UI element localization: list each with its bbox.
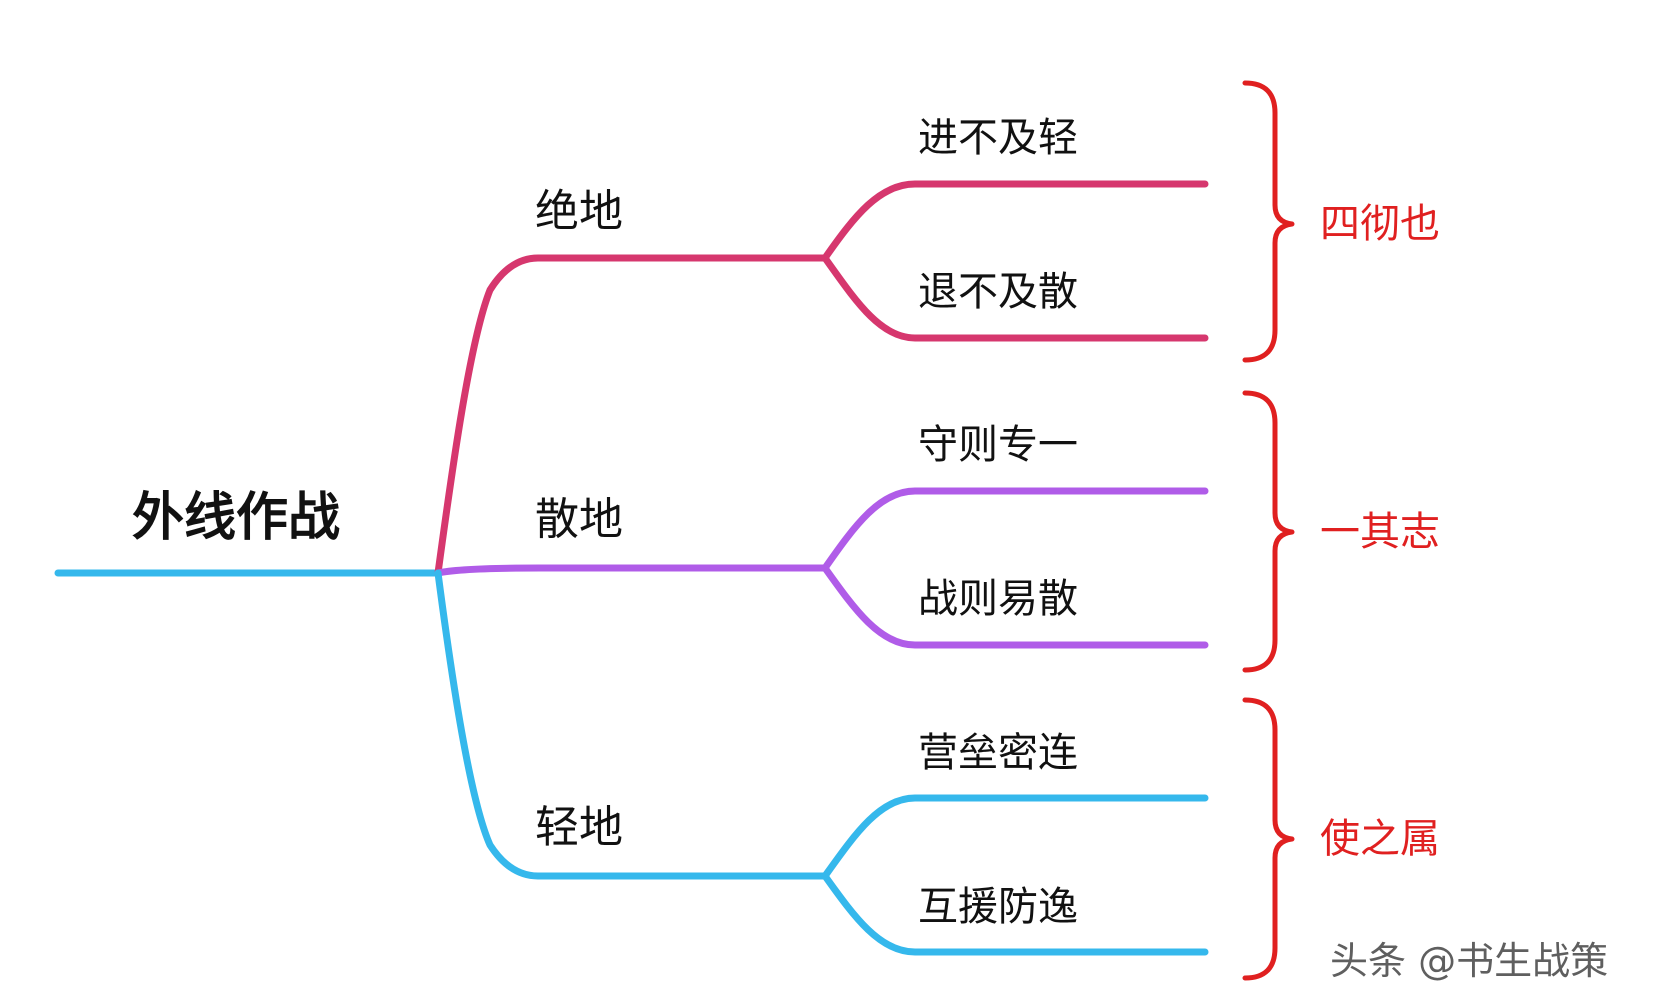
leaf-line-2-2: [821, 564, 1209, 649]
branch-label-juedi: 绝地: [535, 186, 623, 237]
leaf-line-3-1: [821, 794, 1209, 880]
branch-line-2: [434, 564, 829, 577]
leaf-line-2-1: [821, 487, 1209, 572]
brace-1: [1242, 80, 1295, 363]
branch-label-qingdi: 轻地: [535, 802, 623, 853]
branch-label-sandi: 散地: [535, 494, 623, 545]
leaf-line-3-2: [821, 872, 1209, 956]
summary-label-1: 四彻也: [1320, 201, 1440, 247]
leaf-label-3-2: 互援防逸: [918, 884, 1078, 930]
brace-2: [1242, 390, 1295, 673]
leaf-label-3-1: 营垒密连: [918, 730, 1078, 776]
leaf-label-1-2: 退不及散: [918, 269, 1078, 315]
root-label: 外线作战: [132, 488, 341, 548]
branch-line-3: [434, 569, 829, 880]
leaf-line-1-2: [821, 254, 1209, 342]
watermark: 头条 @书生战策: [1330, 939, 1609, 983]
leaf-label-2-2: 战则易散: [918, 576, 1078, 622]
leaf-label-1-1: 进不及轻: [918, 115, 1078, 161]
summary-label-3: 使之属: [1320, 816, 1440, 862]
leaf-label-2-1: 守则专一: [918, 422, 1078, 468]
branch-line-1: [434, 254, 829, 577]
brace-3: [1242, 697, 1295, 981]
summary-label-2: 一其志: [1320, 509, 1440, 555]
leaf-line-1-1: [821, 180, 1209, 262]
